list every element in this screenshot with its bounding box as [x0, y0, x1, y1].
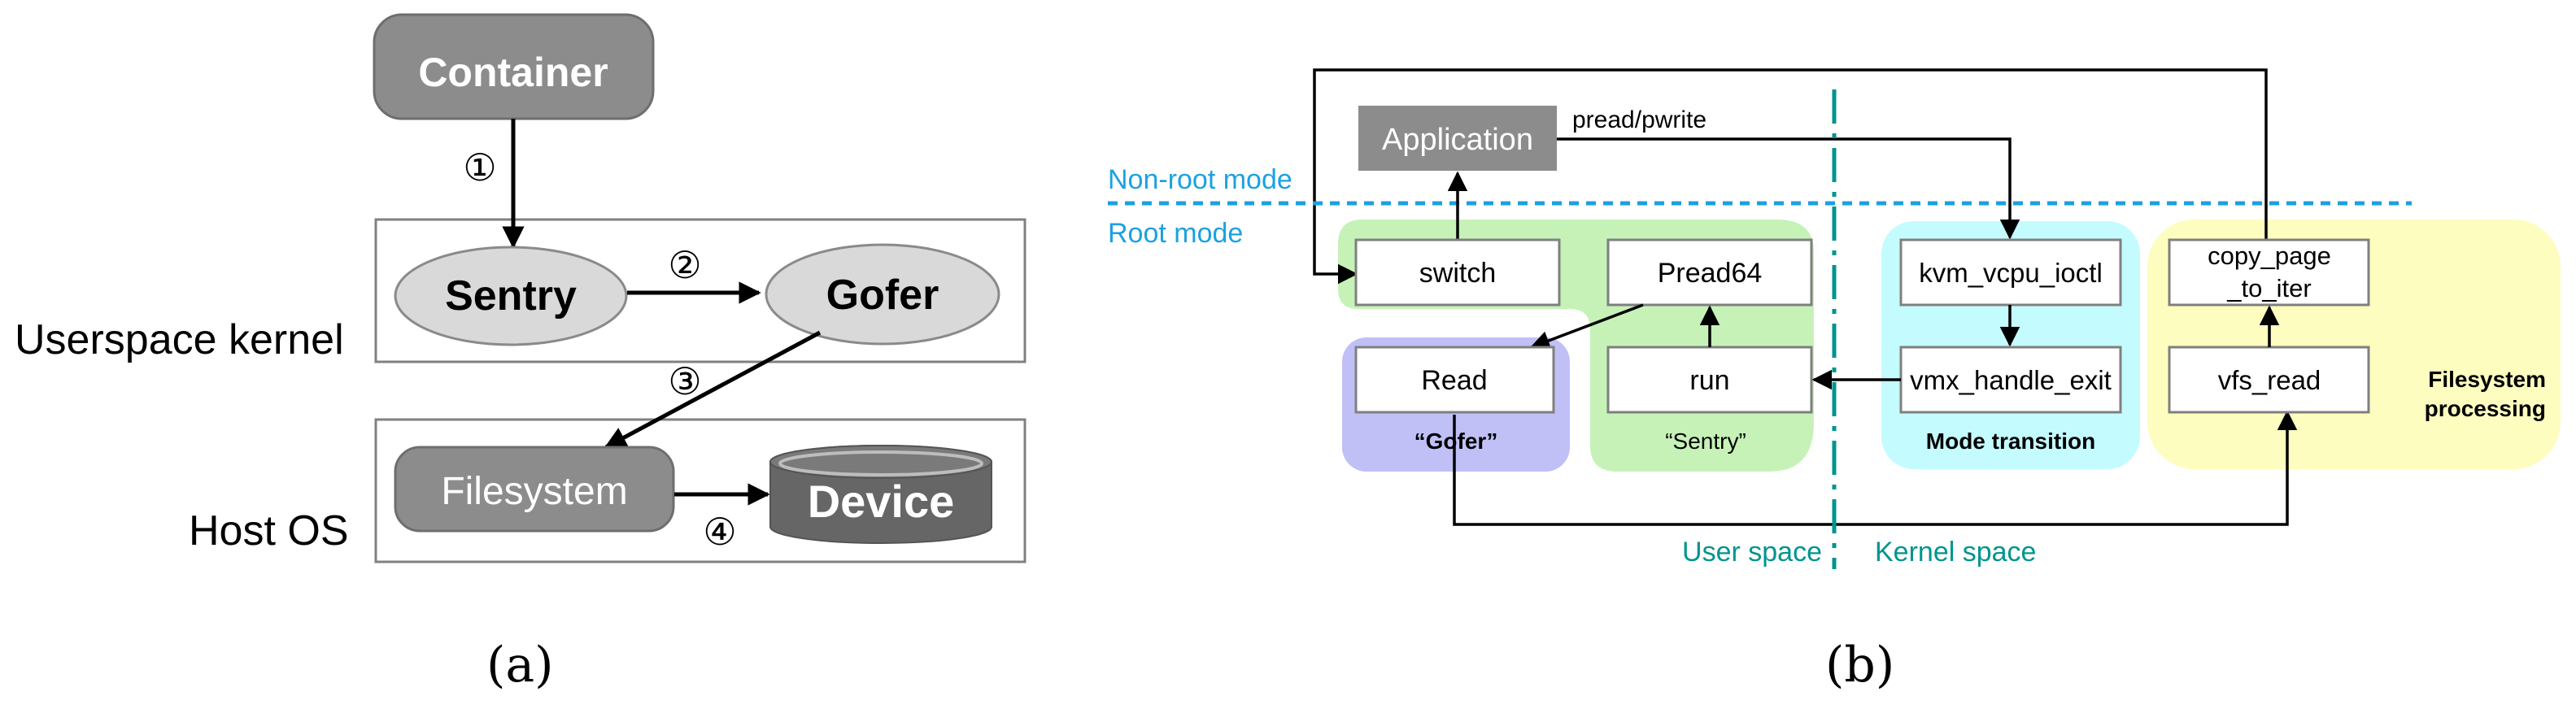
kernel-space-label: Kernel space [1875, 537, 2036, 568]
gofer-label: Gofer [826, 272, 939, 319]
arrow-pread64-to-read [1529, 303, 1644, 350]
panel-b: Application pread/pwrite Non-root mode R… [1108, 68, 2561, 694]
filesystem-processing-line2: processing [2425, 396, 2546, 421]
gofer-node [765, 243, 1000, 346]
gofer-region-label: “Gofer” [1414, 428, 1498, 454]
vmx-handle-exit-label: vmx_handle_exit [1910, 365, 2112, 395]
application-label: Application [1382, 123, 1533, 157]
pread64-box [1606, 238, 1813, 307]
copy-page-label-line1: copy_page [2208, 241, 2331, 270]
switch-label: switch [1419, 258, 1496, 289]
arrow-copy-to-switch [1313, 68, 2268, 285]
switch-box [1354, 238, 1561, 307]
copy-page-to-iter-box [2168, 238, 2370, 307]
root-mode-label: Root mode [1108, 218, 1243, 249]
user-space-label: User space [1682, 537, 1822, 568]
vfs-read-label: vfs_read [2218, 365, 2321, 395]
vmx-handle-exit-box [1899, 346, 2122, 414]
mode-transition-label: Mode transition [1926, 428, 2095, 454]
filesystem-label: Filesystem [441, 470, 627, 513]
sentry-node [394, 246, 628, 346]
caption-a: (a) [486, 637, 554, 694]
sentry-region-label: “Sentry” [1665, 428, 1746, 454]
caption-b: (b) [1825, 637, 1894, 694]
filesystem-processing-line1: Filesystem [2428, 367, 2546, 392]
step-1-label: ① [463, 146, 496, 189]
userspace-kernel-label: Userspace kernel [15, 316, 344, 363]
pread64-label: Pread64 [1658, 258, 1763, 289]
host-os-label: Host OS [189, 507, 349, 555]
run-box [1606, 346, 1813, 414]
step-4-label: ④ [703, 511, 736, 553]
filesystem-box [394, 446, 675, 533]
read-box [1354, 346, 1555, 414]
application-box [1358, 106, 1557, 171]
arrow-read-to-vfs [1453, 410, 2298, 526]
step-3-label: ③ [668, 360, 701, 402]
device-label: Device [808, 476, 955, 527]
non-root-mode-label: Non-root mode [1108, 164, 1292, 195]
copy-page-label-line2: _to_iter [2226, 274, 2311, 302]
device-cylinder [769, 445, 992, 544]
step-2-label: ② [668, 244, 701, 286]
kvm-vcpu-ioctl-box [1899, 238, 2122, 307]
run-label: run [1689, 365, 1729, 396]
kvm-vcpu-ioctl-label: kvm_vcpu_ioctl [1919, 258, 2103, 288]
panel-a: Container ① Sentry ② Gofer ③ Filesystem … [15, 13, 1026, 694]
arrow-gofer-filesystem [604, 330, 822, 450]
read-label: Read [1421, 365, 1487, 396]
arrow-pread-pwrite [1557, 137, 2020, 240]
sentry-label: Sentry [445, 272, 577, 320]
container-label: Container [418, 50, 608, 95]
pread-pwrite-label: pread/pwrite [1572, 107, 1706, 133]
